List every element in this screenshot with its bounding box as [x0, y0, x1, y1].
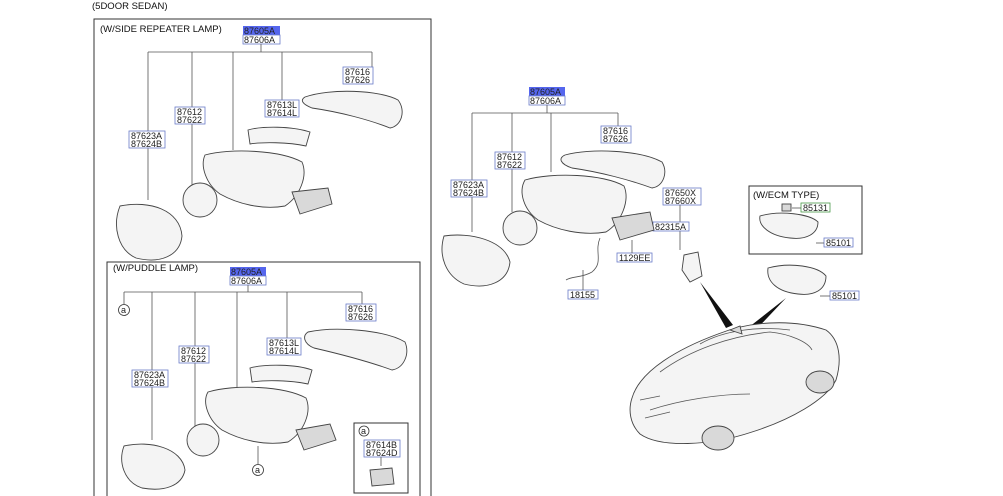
puddle-holder-b[interactable]: 87622: [181, 354, 206, 364]
puddle-glass-b[interactable]: 87624B: [134, 378, 165, 388]
inside-mirror-label[interactable]: 85101: [832, 291, 857, 301]
inside-mirror-part: [767, 264, 827, 295]
puddle-ref-circle-a2: [252, 464, 264, 476]
side-holder-b[interactable]: 87622: [177, 115, 202, 125]
model-caption: (5DOOR SEDAN): [92, 1, 167, 12]
side-mirror-base-part: [291, 187, 333, 215]
ecm-bulb-part: [781, 203, 792, 212]
center-wiring-harness-part: [565, 237, 601, 281]
center-harness-label[interactable]: 18155: [570, 290, 595, 300]
side-glass-b[interactable]: 87624B: [131, 139, 162, 149]
center-mirror-glass-part: [441, 234, 511, 287]
puddle-cover-a[interactable]: 87616: [348, 304, 373, 314]
puddle-lamp-a[interactable]: 87613L: [269, 338, 299, 348]
side-assy-highlight: [243, 26, 280, 35]
side-holder-a[interactable]: 87612: [177, 107, 202, 117]
side-lamp-a[interactable]: 87613L: [267, 100, 297, 110]
vehicle-illustration: [629, 322, 840, 451]
side-glass-a[interactable]: 87623A: [131, 131, 162, 141]
detail-part-a[interactable]: 87614B: [366, 440, 397, 450]
side-assy-top-label[interactable]: 87605A: [244, 26, 275, 36]
ecm-mirror-label[interactable]: 85101: [826, 238, 851, 248]
puddle-mirror-cover-part: [304, 328, 408, 371]
center-glass-b[interactable]: 87624B: [453, 188, 484, 198]
center-assy-top-label[interactable]: 87605A: [530, 87, 561, 97]
center-garnish-b[interactable]: 87660X: [665, 196, 696, 206]
puddle-mirror-glass-part: [121, 443, 186, 490]
puddle-mirror-base-part: [295, 423, 337, 451]
center-assy-highlight: [529, 87, 565, 96]
side-mirror-housing-part: [202, 150, 305, 208]
puddle-title: (W/PUDDLE LAMP): [113, 263, 198, 274]
center-screw-label[interactable]: 1129EE: [619, 253, 650, 263]
side-assy-bottom-label[interactable]: 87606A: [244, 35, 275, 45]
center-garnish-a[interactable]: 87650X: [665, 188, 696, 198]
center-mirror-cover-part: [560, 150, 666, 189]
center-assy-bottom-label[interactable]: 87606A: [530, 96, 561, 106]
ecm-bulb-label[interactable]: 85131: [803, 203, 828, 213]
side-mirror-glass-part: [116, 203, 183, 261]
puddle-assy-highlight: [230, 267, 266, 276]
puddle-ref-a: a: [121, 305, 126, 315]
ecm-group-box: [748, 185, 863, 255]
puddle-repeater-lamp-part: [249, 364, 313, 385]
puddle-glass-a[interactable]: 87623A: [134, 370, 165, 380]
center-cover-b[interactable]: 87626: [603, 134, 628, 144]
pointer-arrow-door-mirror: [700, 282, 733, 328]
center-glass-a[interactable]: 87623A: [453, 180, 484, 190]
puddle-holder-a[interactable]: 87612: [181, 346, 206, 356]
ecm-mirror-part: [759, 212, 819, 239]
side-cover-a[interactable]: 87616: [345, 67, 370, 77]
puddle-assy-bottom-label[interactable]: 87606A: [231, 276, 262, 286]
detail-part-b[interactable]: 87624D: [366, 448, 398, 458]
ecm-title: (W/ECM TYPE): [753, 190, 819, 201]
puddle-lamp-part: [369, 467, 395, 487]
puddle-lamp-b[interactable]: 87614L: [269, 346, 299, 356]
side-repeater-lamp-part: [247, 126, 311, 147]
side-cover-b[interactable]: 87626: [345, 75, 370, 85]
puddle-ref-a2: a: [255, 465, 260, 475]
center-cover-a[interactable]: 87616: [603, 126, 628, 136]
center-bolt-label[interactable]: 82315A: [655, 222, 686, 232]
puddle-detail-box: [353, 422, 409, 494]
center-actuator-part: [502, 210, 538, 246]
puddle-mirror-housing-part: [205, 386, 309, 444]
left-group-box: [93, 18, 432, 496]
center-mirror-base-part: [611, 211, 655, 241]
side-mirror-cover-part: [301, 90, 403, 129]
side-lamp-b[interactable]: 87614L: [267, 108, 297, 118]
center-garnish-part: [681, 251, 703, 283]
puddle-cover-b[interactable]: 87626: [348, 312, 373, 322]
puddle-ref-circle-a: [118, 304, 130, 316]
center-mirror-housing-part: [521, 174, 627, 234]
side-repeater-title: (W/SIDE REPEATER LAMP): [100, 24, 222, 35]
side-actuator-part: [182, 182, 218, 218]
detail-ref-a: a: [361, 426, 366, 436]
puddle-actuator-part: [186, 423, 220, 457]
puddle-group-box: [106, 261, 421, 496]
puddle-assy-top-label[interactable]: 87605A: [231, 267, 262, 277]
center-holder-a[interactable]: 87612: [497, 152, 522, 162]
center-holder-b[interactable]: 87622: [497, 160, 522, 170]
